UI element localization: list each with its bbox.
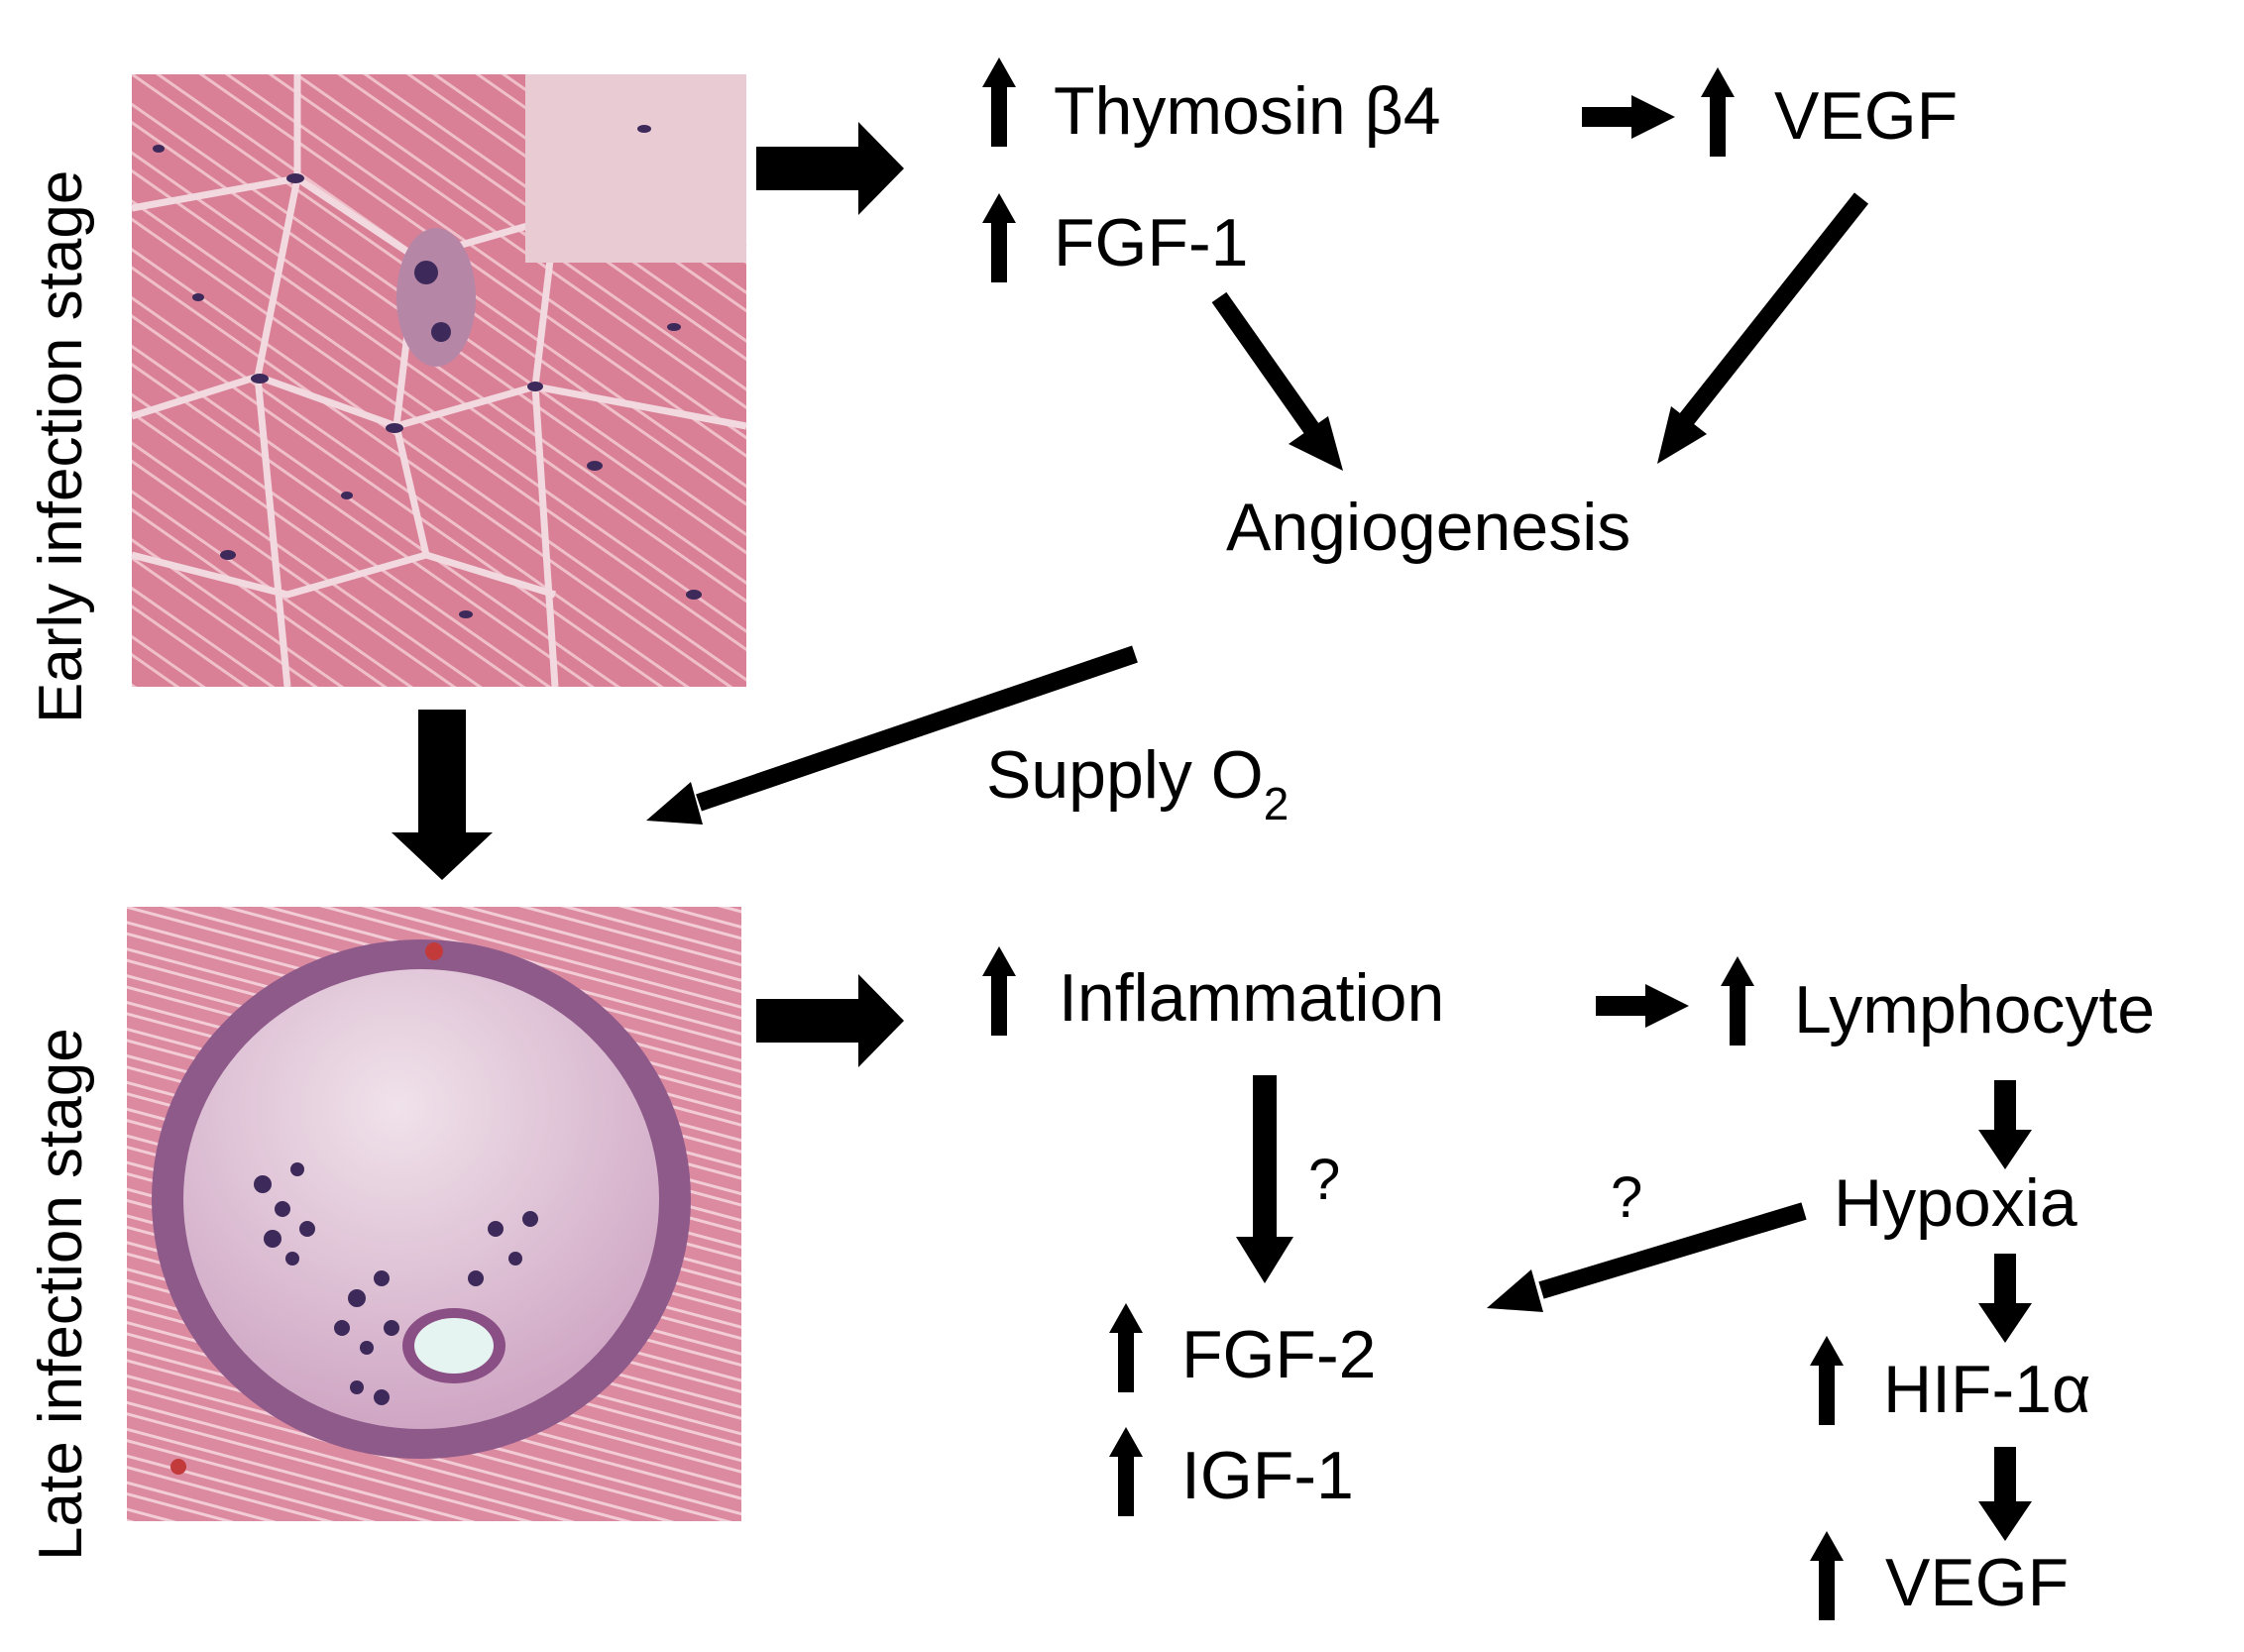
up-arrow-icon [1810,1531,1844,1620]
hypoxia-label: Hypoxia [1834,1165,2077,1241]
fgf1-to-angiogenesis-arrow [1211,291,1321,437]
supply-o2-arrowhead [646,782,703,825]
early-to-late-down-arrow [392,710,493,880]
up-arrow-icon [1810,1336,1844,1425]
late-stage-label: Late infection stage [27,1028,95,1561]
supply-o2-label: Supply O2 [986,737,1289,829]
inflammation-label: Inflammation [1059,960,1444,1036]
igf1-label: IGF-1 [1181,1438,1354,1513]
early-stage-label: Early infection stage [27,170,95,723]
inflammation-to-lymphocyte-arrow [1596,984,1689,1028]
hif-to-vegf-arrow [1978,1447,2032,1541]
early-histology-image [130,74,747,688]
supply-o2-arrow [696,645,1138,812]
question-mark-left: ? [1308,1148,1340,1212]
hypoxia-to-fgf2-arrow [1538,1202,1807,1299]
vegf-to-angiogenesis-arrow [1677,192,1869,427]
late-vegf-label: VEGF [1885,1545,2069,1620]
hypoxia-to-hif-arrow [1978,1254,2032,1343]
hif-label: HIF-1α [1883,1352,2090,1427]
up-arrow-icon [1109,1427,1143,1516]
angiogenesis-label: Angiogenesis [1226,490,1630,565]
lymphocyte-label: Lymphocyte [1794,972,2155,1047]
fgf1-label: FGF-1 [1054,205,1248,280]
up-arrow-icon [982,57,1016,147]
late-histology-image [127,907,741,1521]
up-arrow-icon [982,946,1016,1036]
up-arrow-icon [1721,956,1754,1046]
thymosin-to-vegf-arrow [1582,95,1675,139]
fgf2-label: FGF-2 [1181,1317,1376,1392]
vegf-to-angiogenesis-arrowhead [1657,406,1707,464]
o2-subscript: 2 [1264,778,1290,829]
lymphocyte-to-hypoxia-arrow [1978,1080,2032,1169]
fgf1-to-angiogenesis-arrowhead [1289,416,1343,471]
hypoxia-to-fgf2-arrowhead [1487,1269,1543,1312]
late-stage-right-arrow [756,974,904,1067]
early-vegf-label: VEGF [1774,78,1958,154]
up-arrow-icon [1109,1303,1143,1392]
early-stage-right-arrow [756,122,904,215]
question-mark-right: ? [1611,1165,1642,1230]
thymosin-label: Thymosin β4 [1054,73,1441,149]
inflammation-to-fgf2-arrow [1236,1075,1293,1283]
up-arrow-icon [982,193,1016,282]
up-arrow-icon [1701,67,1735,157]
